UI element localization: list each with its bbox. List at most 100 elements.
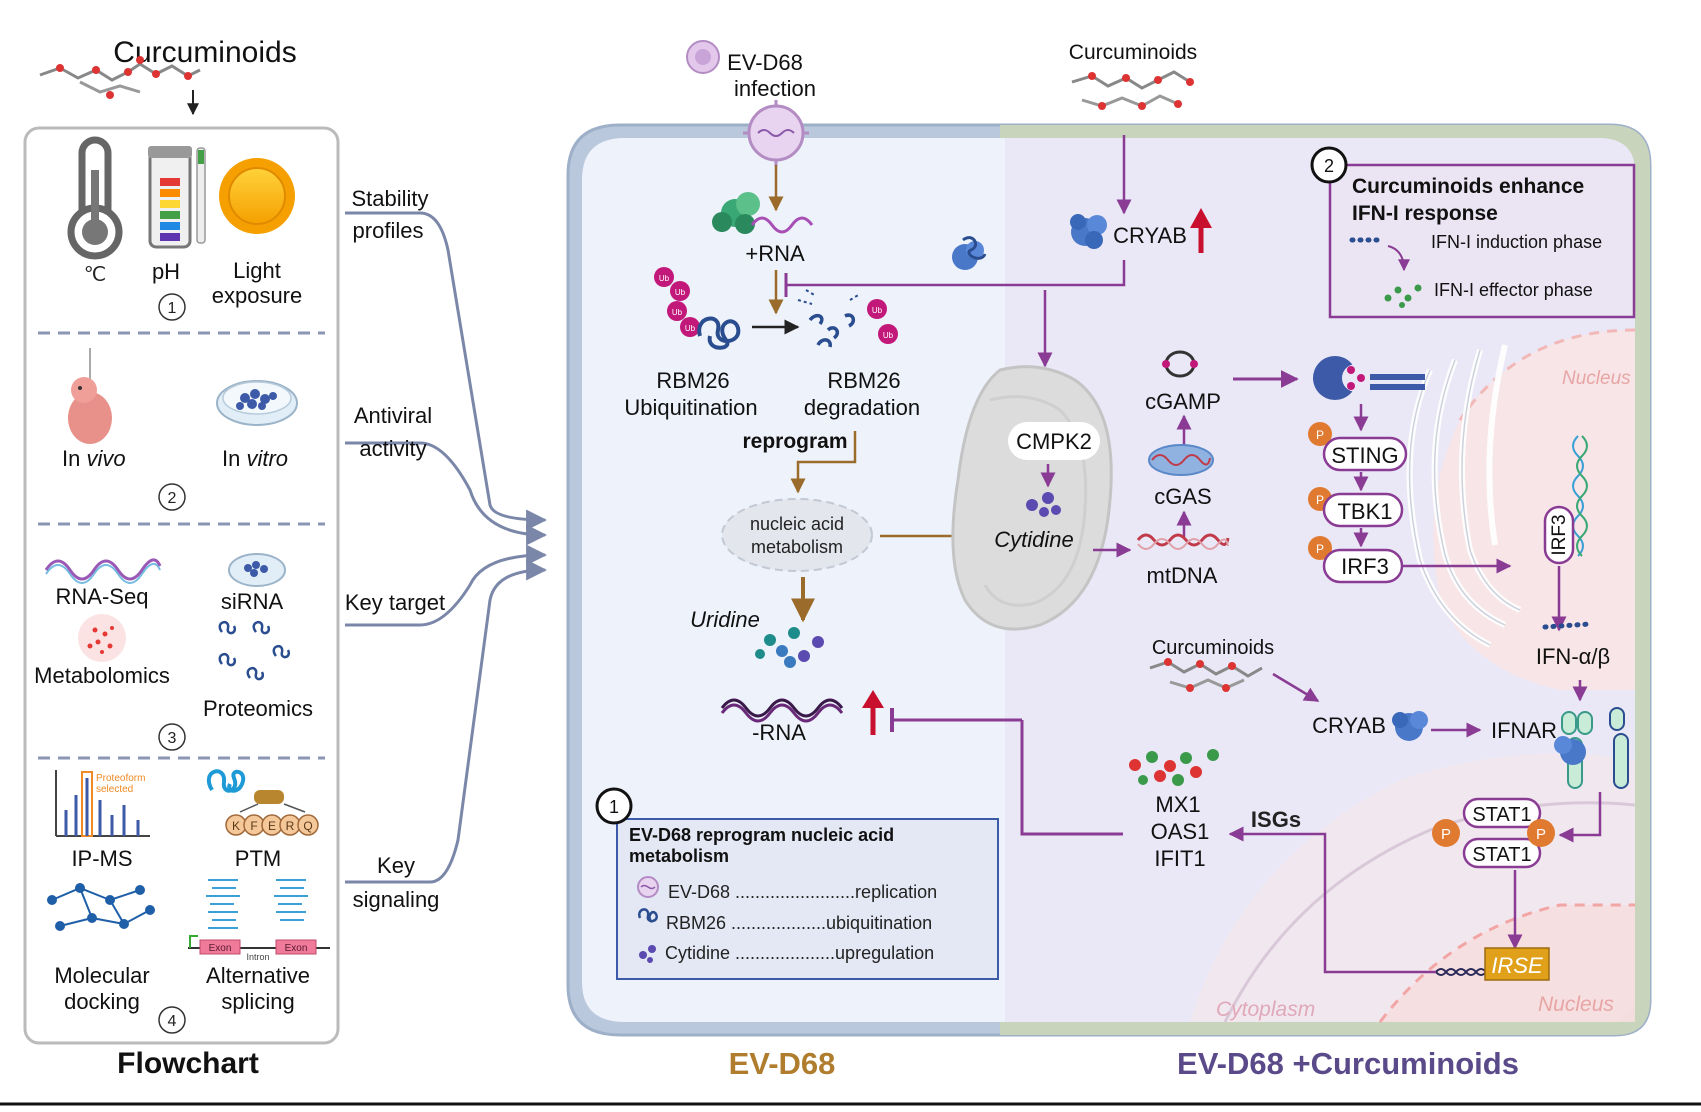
in-vitro-label: In vitro bbox=[222, 446, 288, 471]
rbm26-ub-label-2: Ubiquitination bbox=[624, 395, 757, 420]
mouse-icon bbox=[68, 348, 112, 444]
ptm-icon bbox=[206, 769, 306, 813]
ptm-letter: R bbox=[286, 819, 295, 833]
cmpk2-node bbox=[1008, 422, 1100, 460]
nucleus-bottom-label: Nucleus bbox=[1538, 993, 1614, 1016]
rna-wave-icon bbox=[44, 558, 162, 581]
legend2-number-circle bbox=[1310, 146, 1348, 184]
rbm26-deg-label: RBM26 bbox=[827, 368, 900, 393]
sting-label: STING bbox=[1331, 443, 1398, 468]
legend2-title-2: IFN-I response bbox=[1352, 202, 1498, 225]
sting-node bbox=[1322, 436, 1408, 472]
ev-d68-bottom-label: EV-D68 bbox=[729, 1046, 836, 1081]
cgas-protein-icon bbox=[1148, 444, 1214, 476]
exon-box-2 bbox=[275, 939, 317, 955]
irse-label: IRSE bbox=[1491, 953, 1543, 978]
dna-helix-icon bbox=[1572, 435, 1588, 557]
ptm-letter: K bbox=[232, 819, 240, 833]
cmpk2-label: CMPK2 bbox=[1016, 429, 1092, 454]
connector-signaling bbox=[345, 559, 548, 884]
legend2-row1: IFN-I induction phase bbox=[1431, 232, 1602, 252]
legend1-title-2: metabolism bbox=[629, 846, 729, 866]
p-badge-sting bbox=[1308, 422, 1332, 446]
p-label: P bbox=[1536, 826, 1546, 843]
virus-particle-icon bbox=[743, 100, 809, 166]
curcuminoids-bottom-label: EV-D68 +Curcuminoids bbox=[1177, 1046, 1519, 1081]
ptm-letter: E bbox=[268, 819, 276, 833]
curcuminoid-molecule-top-icon bbox=[1071, 70, 1194, 110]
ub-label: Ub bbox=[685, 324, 696, 333]
sirna-label: siRNA bbox=[221, 589, 284, 614]
ifn-label: IFN-α/β bbox=[1536, 644, 1610, 669]
nucleic-acid-metabolism-node bbox=[721, 498, 873, 572]
legend2-title: Curcuminoids enhance bbox=[1352, 175, 1584, 198]
rbm26-degradation-icon bbox=[797, 289, 898, 348]
isgs-to-rna-line bbox=[1020, 720, 1123, 836]
legend1-number-circle bbox=[595, 787, 633, 825]
reprogram-arrow bbox=[790, 431, 857, 494]
sun-icon bbox=[219, 158, 295, 234]
legend-cytidine-icon bbox=[639, 945, 656, 963]
step3-number: 3 bbox=[168, 730, 177, 747]
ifit1-label: IFIT1 bbox=[1154, 846, 1205, 871]
exon-label-2: Exon bbox=[285, 943, 308, 954]
nucleic-label-2: metabolism bbox=[751, 537, 843, 557]
legend1-row1: EV-D68 ........................replicati… bbox=[668, 882, 937, 902]
ptm-letter: Q bbox=[303, 819, 312, 833]
curcuminoid-molecule-icon bbox=[39, 56, 201, 99]
legend1-box bbox=[616, 818, 999, 980]
petri-dish-icon bbox=[216, 380, 298, 426]
curcuminoids-mid-label: Curcuminoids bbox=[1152, 637, 1274, 659]
p-label: P bbox=[1316, 493, 1324, 507]
connector-stability bbox=[345, 211, 548, 531]
connector-antiviral bbox=[345, 441, 548, 546]
antiviral-label-2: activity bbox=[359, 436, 426, 461]
ph-label: pH bbox=[152, 259, 180, 284]
irf3-node bbox=[1322, 548, 1404, 584]
ub-label: Ub bbox=[659, 274, 670, 283]
docking-network-icon bbox=[47, 883, 155, 931]
cryab-inhibit-rna-line bbox=[786, 260, 1126, 287]
target-label: Key target bbox=[345, 590, 445, 615]
metabolomics-label: Metabolomics bbox=[34, 663, 170, 688]
stat1-label-b: STAT1 bbox=[1472, 844, 1531, 866]
proteoform-label: Proteoform bbox=[96, 773, 145, 784]
cryab-mid-protein-icon bbox=[1392, 711, 1428, 741]
nucleus-top-label: Nucleus bbox=[1562, 368, 1631, 389]
p-badge-stat1-right bbox=[1527, 819, 1555, 847]
promoter-arrow-icon bbox=[189, 935, 198, 948]
connector-target bbox=[345, 544, 548, 627]
legend1-row2: RBM26 ...................ubiquitination bbox=[666, 913, 932, 933]
exon-box-1 bbox=[199, 939, 241, 955]
sirna-dish-icon bbox=[228, 553, 286, 587]
nuclear-envelope-upper bbox=[1458, 328, 1636, 421]
irf3-label: IRF3 bbox=[1341, 554, 1389, 579]
cryab-protein-icon bbox=[1070, 214, 1107, 249]
mtdna-label: mtDNA bbox=[1147, 563, 1218, 588]
flowchart-column: Curcuminoids ℃ pH Light expos bbox=[23, 36, 340, 1080]
ub-label: Ub bbox=[672, 308, 683, 317]
isg-dots bbox=[1129, 749, 1219, 786]
docking-label-2: docking bbox=[64, 989, 140, 1014]
plus-rna-label: +RNA bbox=[745, 241, 805, 266]
tbk1-label: TBK1 bbox=[1337, 499, 1392, 524]
ptm-label: PTM bbox=[235, 846, 281, 871]
stat1-node-b bbox=[1462, 837, 1542, 869]
splicing-label-2: splicing bbox=[221, 989, 294, 1014]
light-label: Light bbox=[233, 258, 281, 283]
proteomics-icon bbox=[218, 620, 291, 681]
legend-virus-icon bbox=[637, 876, 659, 898]
rbm26-ubiquitination-icon bbox=[654, 267, 741, 350]
ptm-letter: F bbox=[250, 819, 257, 833]
uridine-dots bbox=[755, 627, 824, 668]
irse-box bbox=[1484, 947, 1550, 981]
stability-label: Stability bbox=[351, 186, 428, 211]
oas1-label: OAS1 bbox=[1151, 819, 1210, 844]
p-label: P bbox=[1316, 542, 1324, 556]
legend2-row2: IFN-I effector phase bbox=[1434, 280, 1593, 300]
ub-label: Ub bbox=[675, 288, 686, 297]
rbm26-ub-label: RBM26 bbox=[656, 368, 729, 393]
intron-label: Intron bbox=[246, 952, 269, 962]
